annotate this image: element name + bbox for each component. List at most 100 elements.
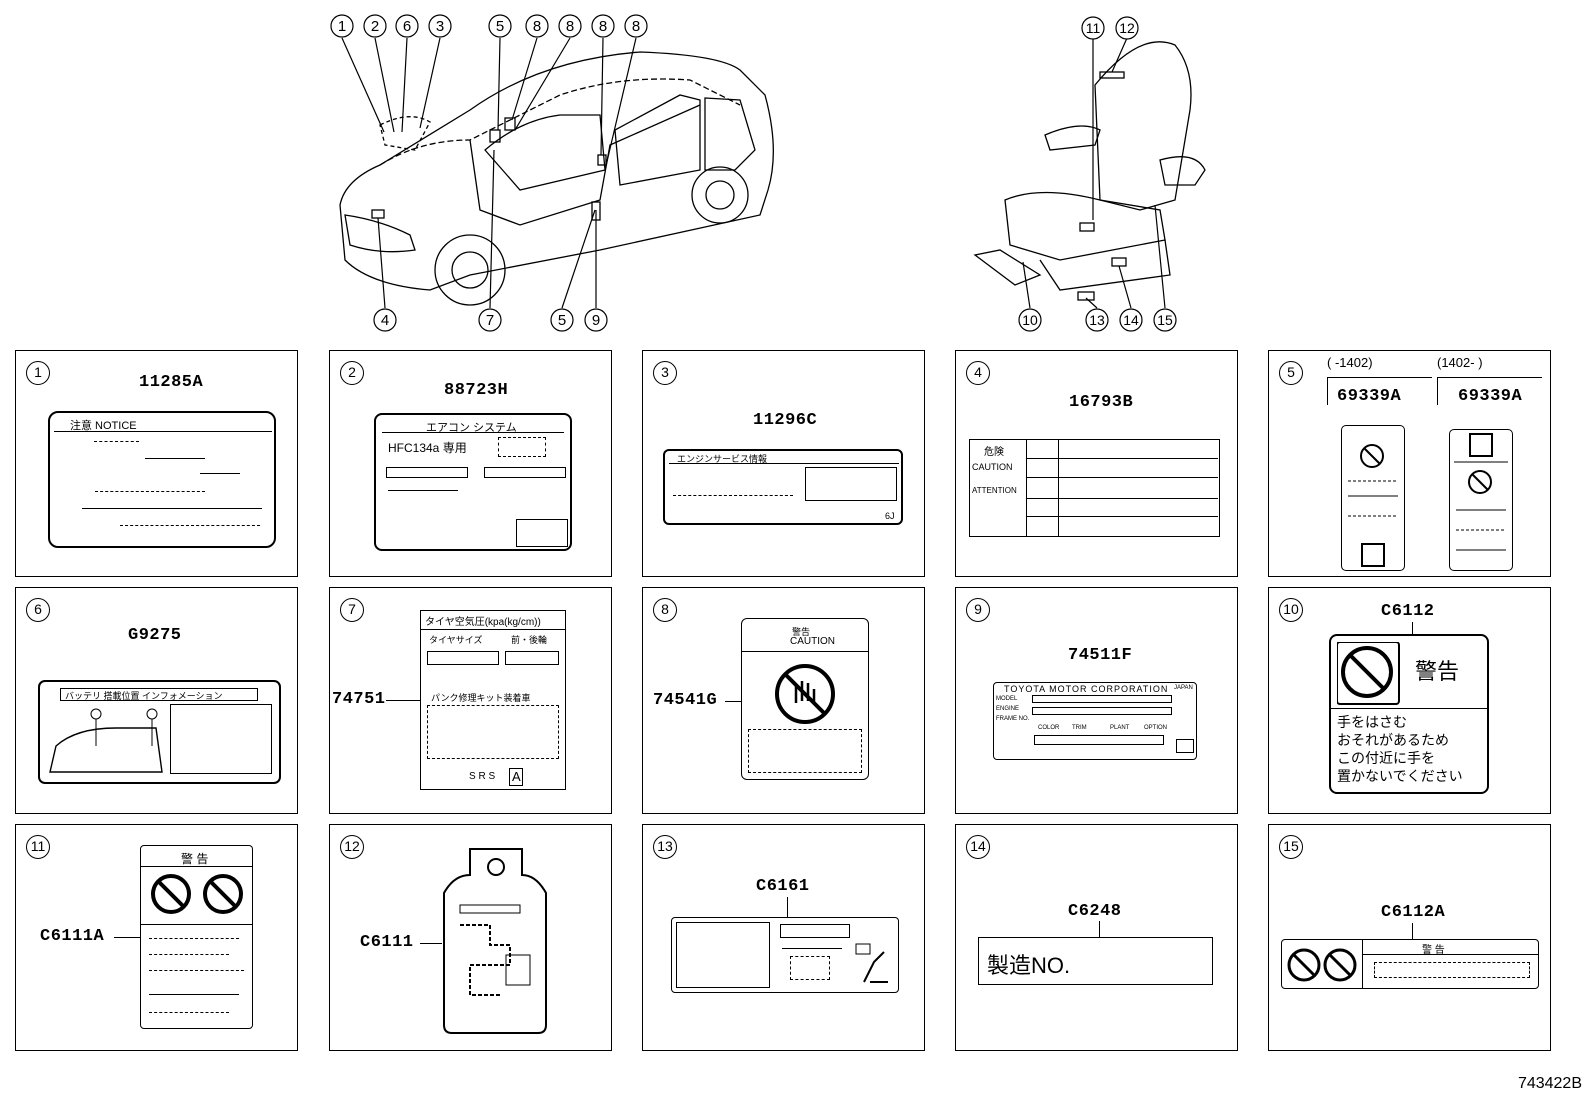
aircon-label: エアコン システム HFC134a 専用: [374, 413, 572, 551]
front-rear-header: 前・後輪: [511, 635, 548, 645]
seat-icon: [855, 943, 888, 983]
car-callouts: 1 2 6 3 5 8 8 8 8 4 7 5 9: [330, 14, 648, 332]
engine-service-label: エンジンサービス情報 6J: [663, 449, 903, 525]
cell-index: 15: [1279, 835, 1303, 859]
figure-number: 743422B: [1517, 1075, 1582, 1092]
cell-index: 14: [966, 835, 990, 859]
no-hand-icons: [1287, 948, 1357, 982]
callout-8b: 8: [566, 18, 574, 35]
row-caution: CAUTION: [972, 462, 1013, 472]
warning-jp: 警告: [792, 627, 811, 637]
no-hand-icon: [775, 664, 835, 724]
seat-drawing: [973, 41, 1206, 301]
callout-13: 13: [1089, 312, 1105, 328]
tire-size-header: タイヤサイズ: [429, 635, 483, 645]
hang-tag-label: [443, 848, 547, 1034]
cell-index: 2: [340, 361, 364, 385]
warning-title: 警 告: [181, 852, 209, 866]
srs-box: A: [512, 769, 521, 784]
callout-11: 11: [1086, 20, 1101, 36]
label-cell-8: 8 74541G 警告 CAUTION: [642, 587, 925, 814]
aircon-title: エアコン システム: [426, 422, 517, 434]
serial-label: 製造NO.: [987, 953, 1071, 978]
notice-heading: 注意 NOTICE: [70, 420, 137, 432]
battery-label: バッテリ 搭載位置 インフォメーション: [38, 680, 281, 784]
cell-index: 3: [653, 361, 677, 385]
warning-line-3: この付近に手を: [1337, 750, 1435, 766]
part-number: C6111: [360, 933, 414, 952]
caution-hand-label: 警告 CAUTION: [741, 618, 869, 780]
srs-text: S R S: [469, 771, 496, 782]
part-number: C6112A: [1381, 903, 1446, 922]
label-cell-11: 11 C6111A 警 告: [15, 824, 298, 1051]
callout-3: 3: [436, 18, 444, 35]
hand-pinch-warning-label: 警告 手をはさむ おそれがあるため この付近に手を 置かないでください: [1329, 634, 1489, 794]
vehicle-drawing: [339, 51, 774, 306]
callout-8d: 8: [632, 18, 640, 35]
cell-index: 9: [966, 598, 990, 622]
serial-number-plate: 製造NO.: [978, 937, 1213, 985]
part-number: C6248: [1068, 902, 1122, 921]
callout-4: 4: [381, 312, 389, 329]
callout-7: 7: [486, 312, 494, 329]
part-number: 11285A: [139, 373, 204, 392]
callout-2: 2: [371, 18, 379, 35]
cell-index: 12: [340, 835, 364, 859]
label-cell-7: 7 74751 タイヤ空気圧(kpa(kg/cm)) タイヤサイズ 前・後輪 パ…: [329, 587, 612, 814]
repair-kit-text: パンク修理キット装着車: [431, 693, 531, 703]
callout-1: 1: [338, 18, 346, 35]
cell-index: 10: [1279, 598, 1303, 622]
color-label: COLOR: [1038, 725, 1060, 731]
cell-index: 5: [1279, 361, 1303, 385]
part-number: C6111A: [40, 927, 105, 946]
notice-label: 注意 NOTICE: [48, 411, 276, 548]
overview-illustration: 1 2 6 3 5 8 8 8 8 4 7 5 9 11 12 10 13 14…: [330, 14, 1206, 332]
vehicle-seat-icon: [49, 708, 163, 773]
row-danger: 危険: [984, 447, 1004, 458]
warning-title: 警 告: [1422, 945, 1445, 956]
part-number: 16793B: [1069, 393, 1134, 412]
part-number: 11296C: [753, 411, 818, 430]
child-seat-icon: [1454, 433, 1508, 551]
part-number: 74541G: [653, 691, 718, 710]
callout-5b: 5: [558, 312, 566, 329]
cell-index: 4: [966, 361, 990, 385]
callout-6: 6: [403, 18, 411, 35]
model-label: MODEL: [996, 696, 1018, 702]
label-cell-3: 3 11296C エンジンサービス情報 6J: [642, 350, 925, 577]
callout-15: 15: [1157, 312, 1173, 328]
warning-en: CAUTION: [790, 636, 835, 647]
part-number-b: 69339A: [1458, 387, 1523, 406]
battery-title: バッテリ 搭載位置 インフォメーション: [65, 691, 223, 701]
label-cell-14: 14 C6248 製造NO.: [955, 824, 1238, 1051]
option-label: OPTION: [1144, 725, 1168, 731]
seat-side-warning-label: 警 告: [1281, 939, 1539, 989]
no-hand-icon: [1348, 444, 1398, 567]
refrigerant-text: HFC134a 専用: [388, 441, 467, 455]
label-cell-6: 6 G9275 バッテリ 搭載位置 インフォメーション: [15, 587, 298, 814]
label-cell-2: 2 88723H エアコン システム HFC134a 専用: [329, 350, 612, 577]
date-range-a: ( -1402): [1327, 355, 1373, 370]
part-number: 74751: [332, 690, 386, 709]
label-cell-9: 9 74511F TOYOTA MOTOR CORPORATION JAPAN …: [955, 587, 1238, 814]
seat-callouts: 11 12 10 13 14 15: [1018, 16, 1177, 332]
engine-code: 6J: [885, 511, 895, 521]
cell-index: 6: [26, 598, 50, 622]
label-cell-5: 5 ( -1402) (1402- ) 69339A 69339A: [1268, 350, 1551, 577]
seat-adjust-label: [671, 917, 899, 993]
cell-index: 11: [26, 835, 50, 859]
warning-line-2: おそれがあるため: [1337, 732, 1449, 748]
tire-title: タイヤ空気圧(kpa(kg/cm)): [425, 617, 541, 628]
callout-5: 5: [496, 18, 504, 35]
cell-index: 7: [340, 598, 364, 622]
label-cell-12: 12 C6111: [329, 824, 612, 1051]
no-hand-icon: [1337, 642, 1400, 705]
part-number: G9275: [128, 626, 182, 645]
plant-label: PLANT: [1110, 725, 1130, 731]
cell-index: 1: [26, 361, 50, 385]
airbag-label-a: [1341, 425, 1405, 571]
maker-name: TOYOTA MOTOR CORPORATION: [1004, 684, 1169, 694]
engine-label: ENGINE: [996, 706, 1020, 712]
callout-8a: 8: [533, 18, 541, 35]
part-number: 74511F: [1068, 646, 1133, 665]
